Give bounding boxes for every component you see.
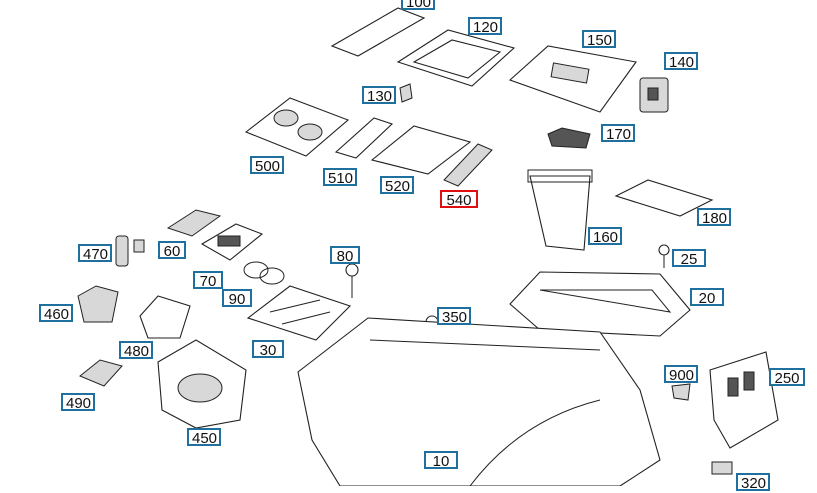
callout-540-selected[interactable]: 540: [440, 190, 478, 209]
callout-460[interactable]: 460: [39, 304, 73, 323]
callout-20[interactable]: 20: [690, 288, 724, 307]
part-80-screw[interactable]: [345, 263, 359, 298]
part-470-socket[interactable]: [115, 235, 145, 267]
part-510-strip[interactable]: [334, 117, 394, 159]
part-450-cupholder[interactable]: [157, 339, 247, 429]
part-500-cover[interactable]: [244, 97, 350, 157]
part-490-pad[interactable]: [79, 359, 123, 387]
callout-510[interactable]: 510: [323, 168, 357, 187]
callout-150[interactable]: 150: [582, 30, 616, 49]
part-120-frame[interactable]: [396, 29, 516, 87]
callout-320[interactable]: 320: [736, 473, 770, 492]
part-150-trim[interactable]: [508, 45, 637, 113]
part-70-ashtray[interactable]: [200, 223, 264, 261]
callout-160[interactable]: 160: [588, 227, 622, 246]
callout-250[interactable]: 250: [769, 368, 805, 387]
callout-450[interactable]: 450: [187, 428, 221, 447]
part-60-tray[interactable]: [166, 209, 222, 237]
part-480-holder[interactable]: [139, 295, 191, 339]
part-90-ring[interactable]: [243, 261, 285, 285]
callout-10[interactable]: 10: [424, 451, 458, 470]
callout-90[interactable]: 90: [222, 289, 252, 308]
callout-100[interactable]: 100: [401, 0, 435, 11]
part-100-lid[interactable]: [330, 7, 426, 57]
part-320-cap[interactable]: [711, 461, 733, 475]
callout-30[interactable]: 30: [252, 340, 284, 359]
callout-80[interactable]: 80: [330, 246, 360, 265]
part-180-mat[interactable]: [614, 179, 714, 217]
part-20-armrest[interactable]: [509, 271, 691, 337]
callout-120[interactable]: 120: [468, 17, 502, 36]
callout-480[interactable]: 480: [119, 341, 153, 360]
callout-520[interactable]: 520: [380, 176, 414, 195]
part-140-switch[interactable]: [639, 77, 669, 113]
callout-140[interactable]: 140: [664, 52, 698, 71]
part-520-panel[interactable]: [370, 125, 472, 175]
callout-25[interactable]: 25: [672, 249, 706, 268]
part-10-console[interactable]: [297, 317, 661, 487]
callout-170[interactable]: 170: [601, 124, 635, 143]
part-25-screw[interactable]: [658, 244, 670, 268]
part-130-clip[interactable]: [399, 83, 413, 103]
callout-130[interactable]: 130: [362, 86, 396, 105]
part-160-bin[interactable]: [527, 169, 593, 251]
callout-900[interactable]: 900: [664, 365, 698, 384]
callout-500[interactable]: 500: [250, 156, 284, 175]
part-540-strip[interactable]: [443, 143, 493, 187]
part-460-box[interactable]: [77, 285, 119, 323]
part-170-insert[interactable]: [547, 127, 591, 149]
callout-60[interactable]: 60: [158, 241, 186, 260]
part-250-vent[interactable]: [709, 351, 779, 449]
callout-490[interactable]: 490: [61, 393, 95, 412]
callout-470[interactable]: 470: [78, 244, 112, 263]
part-900-clip[interactable]: [671, 383, 691, 401]
callout-180[interactable]: 180: [697, 208, 731, 227]
callout-70[interactable]: 70: [193, 271, 223, 290]
part-30-bracket[interactable]: [246, 285, 352, 341]
callout-350[interactable]: 350: [437, 307, 471, 326]
